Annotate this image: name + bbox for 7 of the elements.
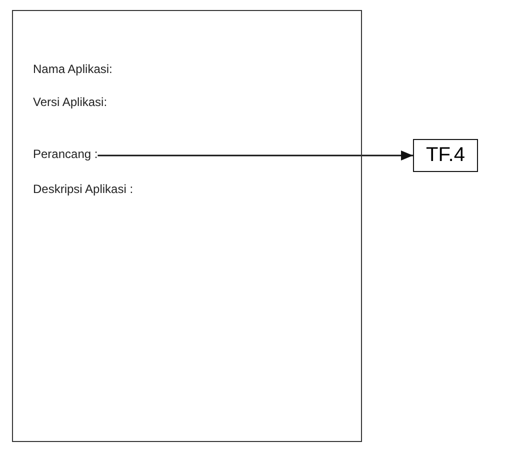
field-label: Nama Aplikasi: [33,61,112,77]
field-label: Deskripsi Aplikasi : [33,181,134,197]
field-label: Versi Aplikasi: [33,94,108,110]
field-label: Perancang : [33,146,98,162]
form-panel [12,10,362,442]
reference-tag: TF.4 [413,139,478,172]
arrow [98,150,413,160]
